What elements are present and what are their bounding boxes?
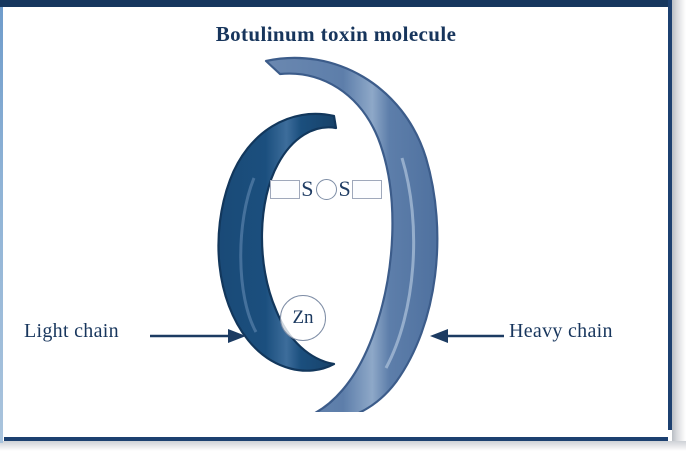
sulfur-label-right: S [338, 176, 351, 201]
disulfide-bar-left [270, 179, 301, 199]
heavy-chain-shape [264, 56, 439, 412]
figure-canvas: Botulinum toxin molecule [4, 8, 668, 412]
disulfide-bond: S S [266, 172, 386, 206]
figure-title: Botulinum toxin molecule [215, 22, 457, 46]
sulfur-label-left: S [301, 176, 314, 201]
light-chain-shape [217, 112, 338, 372]
disulfide-ring-icon [315, 178, 337, 200]
heavy-chain-label: Heavy chain [509, 320, 613, 342]
frame-bottom-border [4, 437, 668, 441]
zinc-site-badge: Zn [280, 295, 326, 341]
frame-right-border [668, 0, 672, 430]
paper-edge-right [672, 0, 686, 451]
frame-left-border [0, 7, 3, 443]
molecule-illustration [4, 8, 668, 412]
light-chain-label: Light chain [24, 320, 119, 342]
frame-top-border [0, 0, 672, 7]
arrow-right-icon [150, 329, 246, 343]
arrow-left-icon [430, 329, 504, 343]
disulfide-core: S S [301, 178, 351, 200]
disulfide-bar-right [351, 179, 382, 199]
paper-edge-bottom [0, 441, 686, 451]
